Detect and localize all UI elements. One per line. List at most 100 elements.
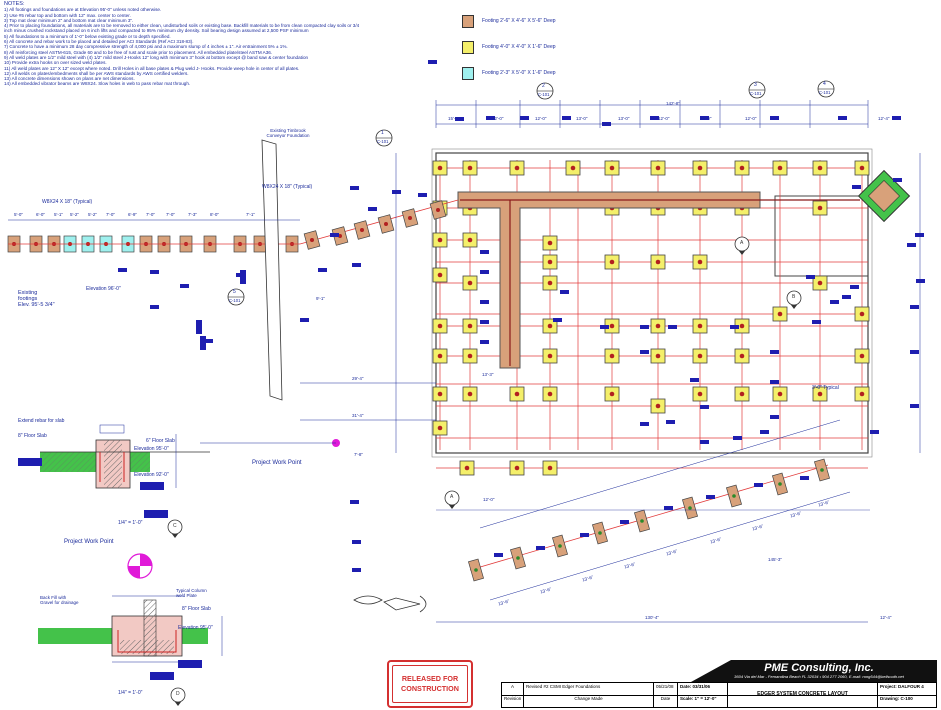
embed-plate [800, 476, 809, 480]
footing-plate [655, 259, 661, 265]
footing-plate [697, 391, 703, 397]
footing-plate [437, 272, 443, 278]
footing-plate [547, 353, 553, 359]
section-letter: D [176, 691, 180, 697]
callout-sheet: C-101 [377, 139, 389, 144]
dimension-label: 13'-0" [700, 116, 712, 121]
embed-plate [620, 520, 629, 524]
section-letter: A [740, 240, 744, 246]
footing-plate [817, 280, 823, 286]
dimension-label: 12'-0" [658, 116, 670, 121]
embed-plate [536, 546, 545, 550]
footing-plate [817, 391, 823, 397]
tb-divider [502, 695, 936, 696]
general-notes: NOTES: 1) All footings and foundations a… [4, 1, 424, 87]
scale-label-b: 1/4" = 1'-0" [118, 690, 143, 696]
building-outline-outer [431, 148, 873, 458]
diag-dim-line [479, 419, 841, 529]
callout-number: 3 [754, 82, 757, 88]
embed-plate [300, 318, 309, 322]
existing-conveyor-label: Existing Timbrook Conveyor Foundation [266, 128, 310, 138]
embed-plate [770, 116, 779, 120]
existing-conveyor-foundation [261, 139, 283, 401]
footing-plate [609, 259, 615, 265]
embed-plate [352, 568, 361, 572]
note-line: inch minus crushed rockstand placed on 6… [4, 28, 309, 34]
section-arrow [449, 505, 455, 509]
note-line: 8) All reinforcing steel ASTM-615, Grade… [4, 49, 273, 55]
legend-swatch-tan [462, 14, 474, 28]
dimension-label: 15'-0" [448, 116, 460, 121]
legend-label: Footing 2'-6" X 4'-6" X 5'-6" Deep [482, 18, 556, 24]
embed-plate [700, 116, 709, 120]
footing-plate [739, 391, 745, 397]
embed-plate [770, 350, 779, 354]
embed-plate [428, 60, 437, 64]
footing-plate [570, 165, 576, 171]
embed-plate [706, 495, 715, 499]
embed-plate [640, 422, 649, 426]
legend-label: Footing 4'-0" X 4'-0" X 1'-6" Deep [482, 44, 556, 50]
footing-plate [655, 165, 661, 171]
stamp-line-1: RELEASED FOR [401, 674, 459, 683]
footing-plate [437, 425, 443, 431]
footing-plate [514, 465, 520, 471]
embed-plate [640, 325, 649, 329]
footing-plate [609, 165, 615, 171]
footing-plate [859, 311, 865, 317]
footing-plate [859, 391, 865, 397]
footing-plate [547, 259, 553, 265]
embed-plate [520, 116, 529, 120]
note-line: 13) All concrete dimensions shown on pla… [4, 76, 135, 82]
footing-plate [777, 391, 783, 397]
north-arrow-tail [383, 597, 421, 611]
w8x24-typical-left-label: W8X24 X 18" (Typical) [42, 199, 93, 205]
plan-blue-tag [196, 320, 202, 334]
dimension-label: 5'-1" [54, 212, 63, 217]
footing-plate [467, 280, 473, 286]
embed-plate [553, 318, 562, 322]
detail-blue-tag [178, 660, 202, 668]
embed-plate [870, 430, 879, 434]
legend-item: Footing 2'-3" X 5'-0" X 1'-6" Deep [462, 60, 556, 86]
footing-plate [697, 323, 703, 329]
footing-plate [598, 531, 602, 535]
typical-3-0-label: 3'-0" Typical [812, 385, 839, 391]
embed-plate [352, 540, 361, 544]
embed-plate [915, 233, 924, 237]
section-letter: A [450, 494, 454, 500]
callout-sheet: C-101 [750, 91, 762, 96]
existing-footings-label: Existing footings Elev. 95'-5 3/4" [18, 290, 55, 308]
embed-plate [730, 325, 739, 329]
section-arrow [739, 251, 745, 255]
elevation-95-label-b: Elevation 95'-0" [178, 625, 213, 631]
plate-dim-box [99, 424, 125, 434]
footing-plate [732, 494, 736, 498]
note-line: 1) All footings and foundations are at E… [4, 7, 162, 13]
dim-29-4: 29'-4" [352, 376, 364, 381]
note-line: 4) Prior to placing foundations, all mat… [4, 23, 360, 29]
footing-plate [547, 391, 553, 397]
callout-sheet: C-101 [229, 298, 241, 303]
footing-plate [697, 165, 703, 171]
footing-plate [514, 165, 520, 171]
footing-plate [384, 222, 388, 226]
embed-plate [350, 186, 359, 190]
dimension-label: 12'-0" [535, 116, 547, 121]
trench-footing [457, 191, 761, 369]
embed-plate [640, 350, 649, 354]
embed-plate [842, 295, 851, 299]
legend-item: Footing 2'-6" X 4'-6" X 5'-6" Deep [462, 8, 556, 34]
dimension-label: 12'-0" [492, 116, 504, 121]
project-work-point-label-2: Project Work Point [64, 539, 114, 545]
embed-plate [480, 340, 489, 344]
footing-plate [777, 311, 783, 317]
footing-plate [467, 323, 473, 329]
embed-plate [806, 275, 815, 279]
embed-plate [494, 553, 503, 557]
footing-plate [464, 465, 470, 471]
drawing-date: Date: 03/31/06 [678, 683, 728, 695]
floor-slab-6-label: 6" Floor Slab [146, 438, 175, 444]
footing-plate [817, 165, 823, 171]
embed-plate [770, 380, 779, 384]
